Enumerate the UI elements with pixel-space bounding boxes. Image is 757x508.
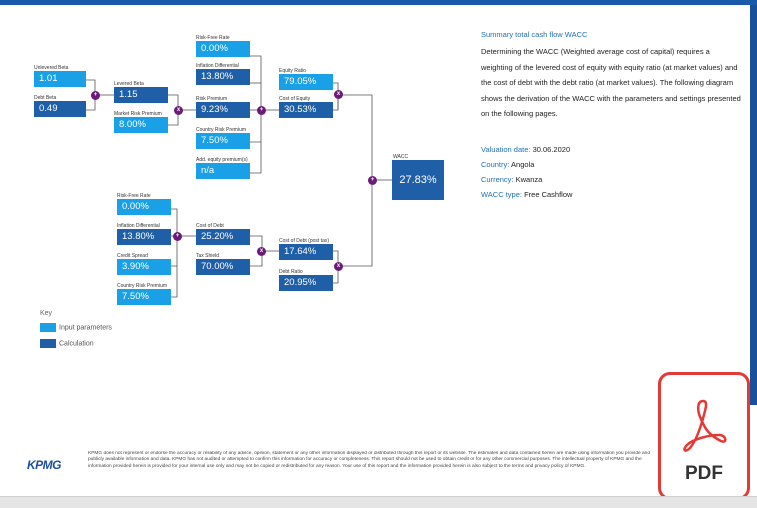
operator-add: + (91, 91, 100, 100)
info-label: WACC type: (481, 190, 522, 199)
key-item-input: Input parameters (40, 323, 112, 332)
disclaimer-text: KPMG does not represent or endorse the a… (88, 451, 650, 469)
node-label: Add. equity premium(s) (196, 157, 248, 163)
node-value: 0.49 (34, 101, 86, 117)
node-value: 13.80% (117, 229, 171, 245)
operator-multiply: x (334, 90, 343, 99)
node-label: Equity Ratio (279, 68, 306, 74)
node-value: 1.15 (114, 87, 168, 103)
operator-multiply: x (174, 106, 183, 115)
node-label: Cost of Debt (post tax) (279, 238, 330, 244)
node-label: Risk-Free Rate (196, 35, 230, 41)
input-swatch (40, 323, 56, 332)
operator-multiply: x (334, 262, 343, 271)
node-value: 30.53% (279, 102, 333, 118)
node-label: Credit Spread (117, 253, 148, 259)
node-value: 79.05% (279, 74, 333, 90)
node-value: 3.90% (117, 259, 171, 275)
node-value: 20.95% (279, 275, 333, 291)
node-value: 7.50% (196, 133, 250, 149)
wacc-label: WACC (393, 154, 409, 160)
pdf-label: PDF (685, 463, 723, 484)
node-value: 25.20% (196, 229, 250, 245)
summary-body: Determining the WACC (Weighted average c… (481, 47, 741, 118)
node-value: n/a (196, 163, 250, 179)
summary-title: Summary total cash flow WACC (481, 30, 588, 39)
key-title: Key (40, 310, 53, 317)
node-value: 70.00% (196, 259, 250, 275)
node-label: Cost of Equity (279, 96, 311, 102)
node-label: Unlevered Beta (34, 65, 69, 71)
operator-multiply: x (257, 247, 266, 256)
node-value: 8.00% (114, 117, 168, 133)
acrobat-icon (683, 399, 727, 452)
country: Country: Angola (481, 160, 534, 169)
node-label: Cost of Debt (196, 223, 224, 229)
node-label: Country Risk Premium (117, 283, 168, 289)
key-item-calculation: Calculation (40, 339, 94, 348)
node-label: Risk Premium (196, 96, 228, 102)
node-label: Debt Beta (34, 95, 57, 101)
info-value: Angola (511, 160, 535, 169)
node-label: Inflation Differential (196, 63, 239, 69)
node-label: Market Risk Premium (114, 111, 162, 117)
wacc-value: 27.83% (392, 160, 444, 200)
node-value: 9.23% (196, 102, 250, 118)
key-item-label: Calculation (59, 340, 94, 348)
node-label: Tax Shield (196, 253, 220, 259)
valuation-date: Valuation date: 30.06.2020 (481, 145, 570, 154)
operator-add: + (257, 106, 266, 115)
node-label: Levered Beta (114, 81, 144, 87)
info-label: Valuation date: (481, 145, 531, 154)
info-label: Country: (481, 160, 510, 169)
operator-add: + (368, 176, 377, 185)
info-value: 30.06.2020 (532, 145, 571, 154)
node-label: Debt Ratio (279, 269, 303, 275)
viewer-bottom-bar (0, 496, 757, 508)
node-value: 17.64% (279, 244, 333, 260)
operator-add: + (173, 232, 182, 241)
node-value: 1.01 (34, 71, 86, 87)
node-label: Country Risk Premium (196, 127, 247, 133)
currency: Currency: Kwanza (481, 175, 542, 184)
kpmg-logo: KPMG (27, 458, 62, 472)
info-label: Currency: (481, 175, 514, 184)
node-value: 0.00% (196, 41, 250, 57)
window-right-border (750, 5, 757, 405)
wacc-type: WACC type: Free Cashflow (481, 190, 572, 199)
window-top-border (0, 0, 757, 5)
node-label: Risk-Free Rate (117, 193, 151, 199)
node-value: 0.00% (117, 199, 171, 215)
info-value: Free Cashflow (524, 190, 573, 199)
node-value: 13.80% (196, 69, 250, 85)
node-value: 7.50% (117, 289, 171, 305)
node-label: Inflation Differential (117, 223, 160, 229)
key-item-label: Input parameters (59, 324, 112, 332)
pdf-download-button[interactable]: PDF (658, 372, 750, 500)
info-value: Kwanza (515, 175, 543, 184)
calculation-swatch (40, 339, 56, 348)
